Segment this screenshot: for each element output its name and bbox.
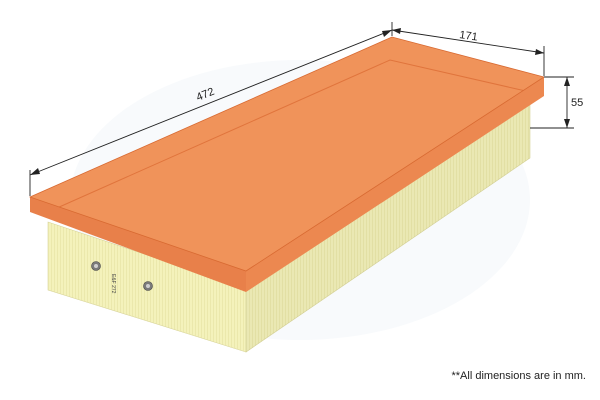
filter-media	[47, 99, 531, 353]
dimensions-footnote: **All dimensions are in mm.	[451, 370, 587, 382]
width-dimension-label: 171	[459, 29, 479, 43]
mounting-studs: E&F 272	[91, 261, 153, 294]
dimension-lines	[29, 22, 574, 196]
height-dimension-label: 55	[571, 97, 583, 109]
frame-gasket	[28, 36, 545, 292]
part-marking: E&F 272	[110, 274, 116, 294]
